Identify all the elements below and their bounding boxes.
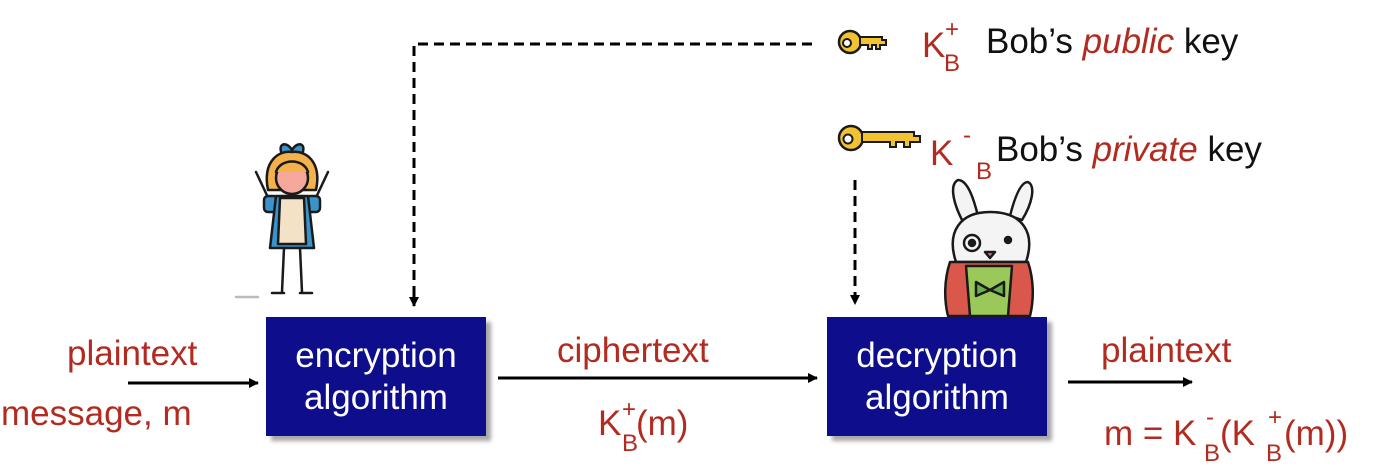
decryption-line1: decryption xyxy=(856,336,1018,376)
private-key-sub: B xyxy=(976,158,993,185)
output-sub1: B xyxy=(1204,440,1221,467)
private-key-sup: - xyxy=(963,122,971,149)
public-key-sup: + xyxy=(945,16,960,43)
output-m-equals: m = K xyxy=(1104,414,1197,453)
encryption-line2: algorithm xyxy=(304,377,448,417)
ciphertext-tail: (m) xyxy=(636,404,689,443)
bob-icon xyxy=(944,178,1034,318)
ciphertext-sup: + xyxy=(622,396,637,423)
output-sup1: - xyxy=(1206,404,1214,431)
public-key-sub: B xyxy=(944,50,961,77)
ciphertext-k: K xyxy=(598,404,622,443)
private-key-icon xyxy=(837,124,921,152)
decryption-algorithm-box: decryption algorithm xyxy=(827,317,1047,436)
output-sup2: + xyxy=(1268,404,1283,431)
public-key-dashed-path xyxy=(412,42,812,306)
public-key-text: Bob’s public key xyxy=(986,22,1239,61)
private-key-text: Bob’s private key xyxy=(996,130,1262,169)
input-plaintext-label: plaintext xyxy=(67,334,198,373)
ciphertext-label: ciphertext xyxy=(557,331,709,370)
output-tail: (m)) xyxy=(1284,414,1349,453)
output-plaintext-label: plaintext xyxy=(1101,331,1232,370)
private-key-label: K - B Bob’s private key xyxy=(930,122,1360,184)
public-key-k: K xyxy=(922,26,946,65)
output-sub2: B xyxy=(1266,440,1283,467)
input-message-label: message, m xyxy=(1,394,192,433)
ciphertext-sub: B xyxy=(622,430,639,457)
output-paren: (K xyxy=(1220,414,1255,453)
ciphertext-formula: K + B (m) xyxy=(598,398,718,458)
public-key-icon xyxy=(837,29,887,55)
encryption-line1: encryption xyxy=(295,336,457,376)
alice-icon xyxy=(234,143,330,299)
decryption-line2: algorithm xyxy=(865,377,1009,417)
encryption-algorithm-box: encryption algorithm xyxy=(266,317,486,436)
private-key-k: K xyxy=(930,134,954,173)
output-formula: m = K - B (K + B (m)) xyxy=(1104,402,1366,468)
public-key-label: K + B Bob’s public key xyxy=(922,14,1342,76)
